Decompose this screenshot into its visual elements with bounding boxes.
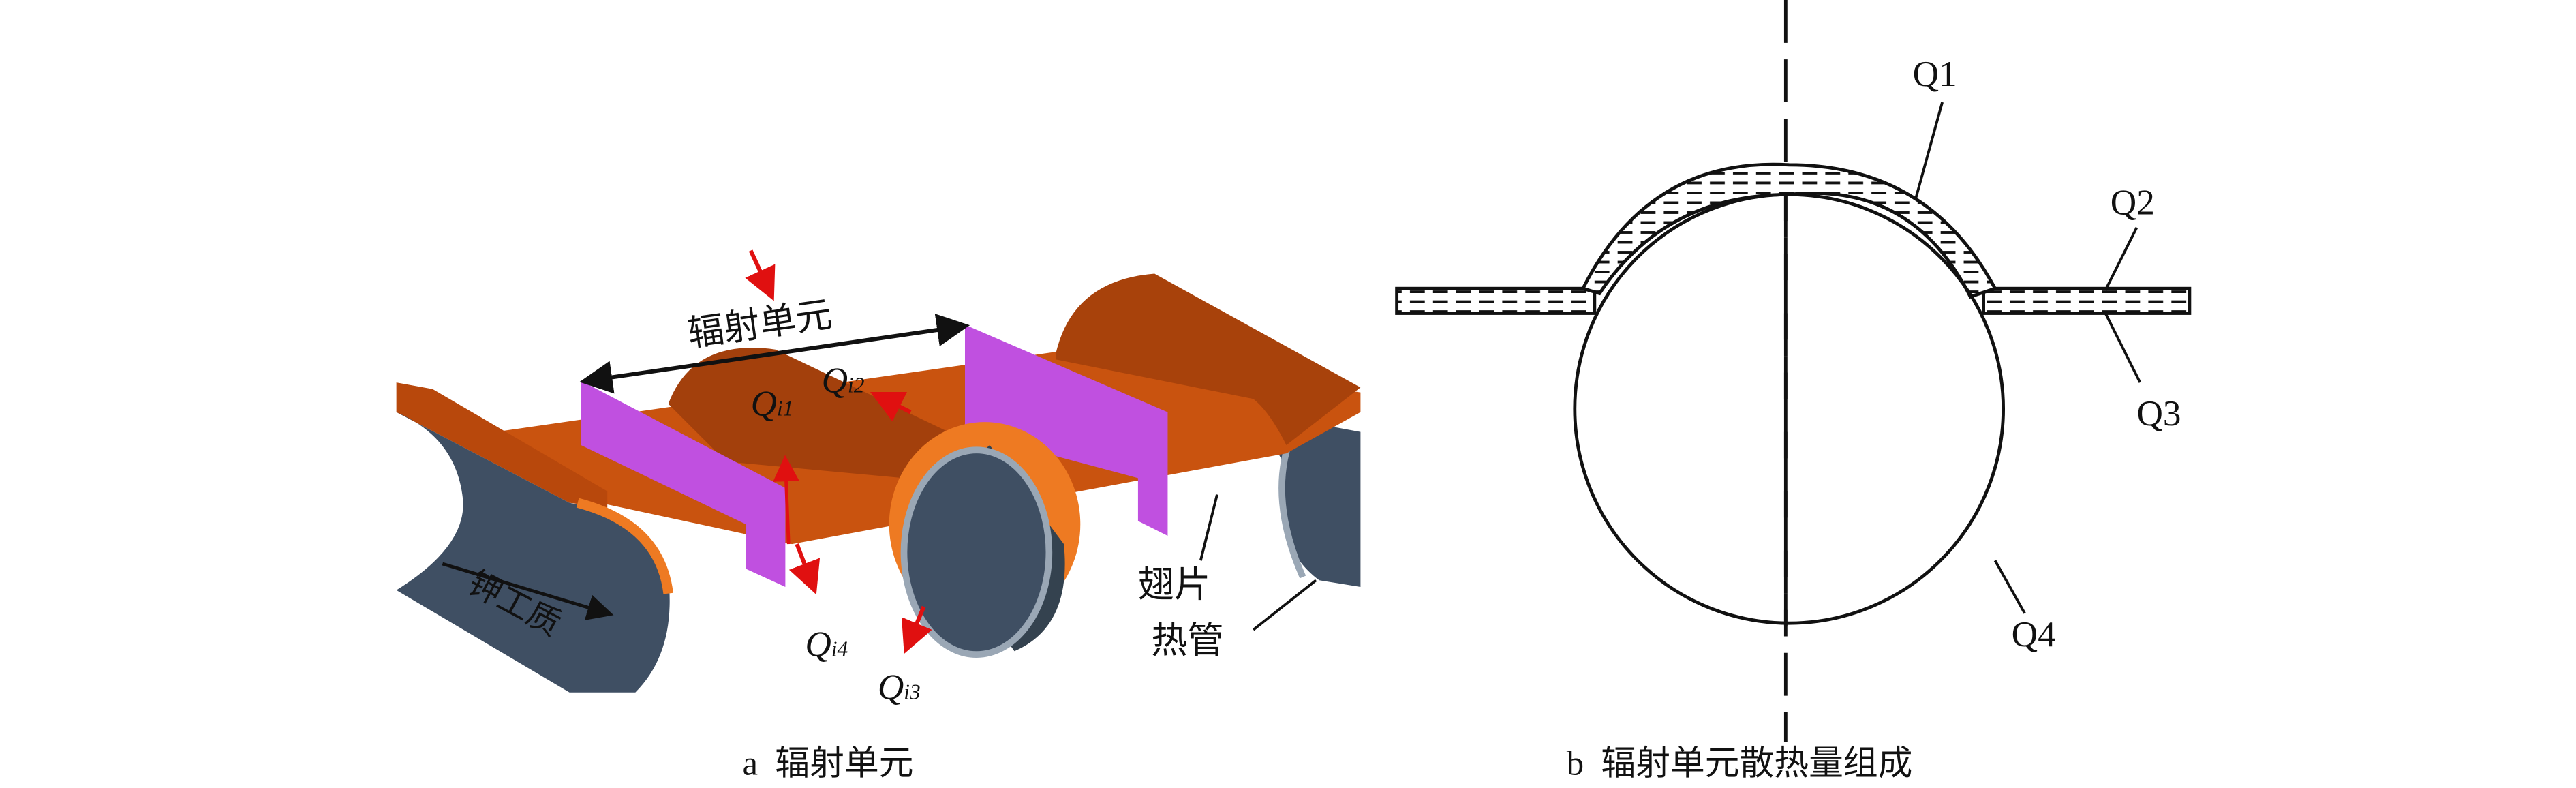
q4-leader xyxy=(1993,560,2026,614)
middle-cylinder-face xyxy=(900,446,1053,658)
q2-leader xyxy=(2104,226,2138,291)
right-heat-pipe xyxy=(1253,412,1361,587)
heatpipe-leader xyxy=(1253,579,1317,631)
left-fin-lip xyxy=(396,382,608,508)
unit-label: 辐射单元 xyxy=(686,294,835,354)
unit-width-arrow xyxy=(579,314,970,394)
qi4-label: Qi4 xyxy=(805,624,848,665)
qi3-arrow xyxy=(901,605,932,654)
qi2-arrow xyxy=(870,392,912,422)
incoming-radiation-arrow xyxy=(745,249,776,301)
fin-arc-section xyxy=(1580,162,1997,299)
q1-label: Q1 xyxy=(1913,54,1957,94)
q3-leader xyxy=(2104,312,2142,383)
left-tube-rim xyxy=(576,498,673,594)
right-cut-plane xyxy=(964,324,1168,536)
qi1-arrow xyxy=(773,455,799,545)
q2-label: Q2 xyxy=(2111,182,2155,222)
qi1-label: Qi1 xyxy=(751,383,794,423)
caption-a: a 辐射单元 xyxy=(743,744,914,783)
q1-leader xyxy=(1914,102,1944,198)
left-cut-plane xyxy=(581,380,786,587)
right-fin-hump xyxy=(1056,273,1361,445)
qi3-label: Qi3 xyxy=(878,667,921,707)
fin-label: 翅片 xyxy=(1138,564,1210,605)
qi4-arrow xyxy=(788,543,821,595)
heat-pipe-circle xyxy=(1573,192,2006,625)
right-fin-section xyxy=(1982,286,2192,315)
panel-b-heat-components: Q1 Q2 Q3 Q4 b 辐射单元散热量组成 xyxy=(1395,0,2192,783)
heatpipe-label: 热管 xyxy=(1151,621,1223,661)
fin-leader xyxy=(1199,494,1218,561)
qi2-label: Qi2 xyxy=(822,361,865,401)
left-heat-pipe xyxy=(396,412,670,693)
q4-label: Q4 xyxy=(2012,614,2056,654)
fluid-flow-arrow xyxy=(442,562,614,620)
q3-label: Q3 xyxy=(2136,393,2181,434)
left-fin-section xyxy=(1395,286,1597,315)
panel-a-radiation-unit: 辐射单元 Qi1 Qi2 Qi4 Qi3 钾工质 翅片 热管 a 辐射单元 xyxy=(396,249,1361,783)
caption-b: b 辐射单元散热量组成 xyxy=(1567,744,1913,783)
